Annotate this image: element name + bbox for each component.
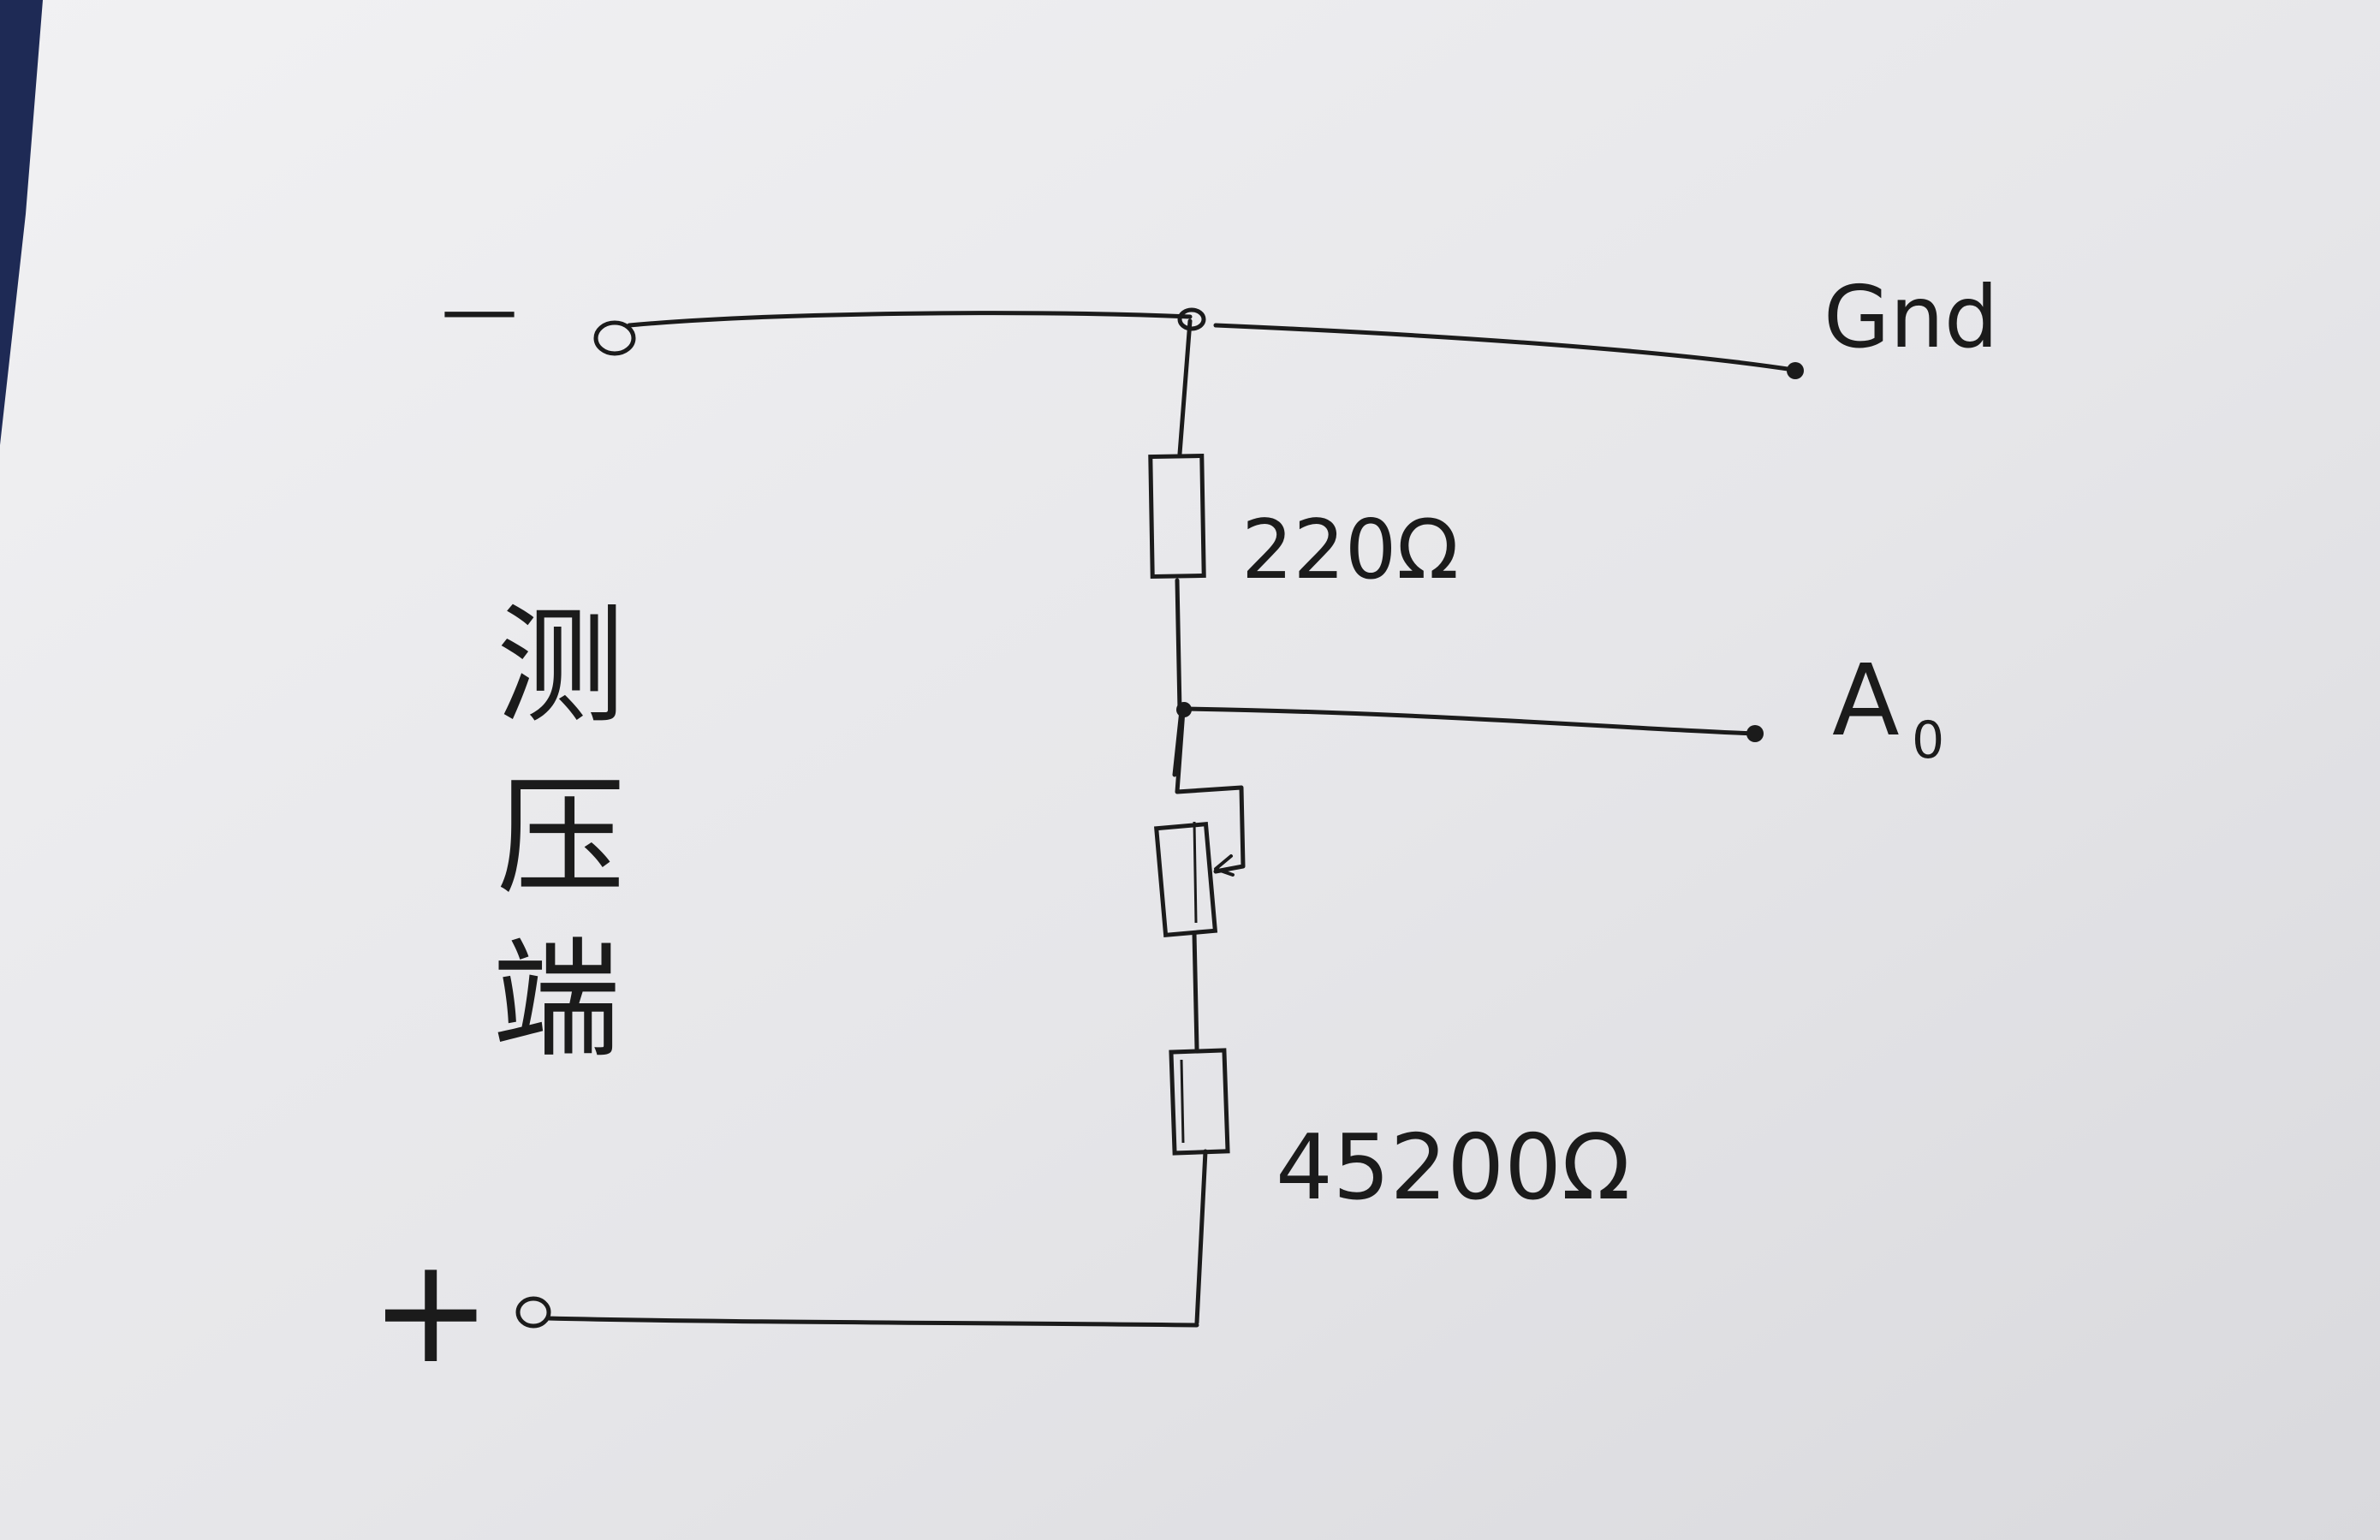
gnd-endpoint-dot (1787, 362, 1804, 379)
terminal-minus-ring (593, 320, 636, 356)
a0-label-subscript: 0 (1912, 711, 1944, 770)
side-label-char-3: 端 (492, 926, 621, 1075)
a0-junction-dot (1176, 702, 1192, 717)
wire-a0 (1181, 706, 1758, 736)
resistor-45200-symbol (1169, 1048, 1230, 1156)
wire-bottom (545, 1316, 1199, 1328)
a0-endpoint-dot (1746, 725, 1764, 742)
wire-junction-down (1177, 318, 1193, 456)
junction-top-node (1177, 307, 1206, 331)
potentiometer-symbol (1153, 822, 1218, 937)
a0-label-letter: A (1832, 644, 1900, 758)
potentiometer-inner-line (1193, 821, 1198, 924)
wire-mid-1 (1175, 578, 1182, 713)
wire-top-left (627, 311, 1193, 328)
wire-bottom-down (1194, 1149, 1208, 1325)
gnd-label: Gnd (1824, 267, 1998, 367)
resistor-45200-value: 45200Ω (1276, 1115, 1630, 1220)
wire-gnd (1213, 323, 1796, 372)
wire-wiper-loop (1175, 708, 1246, 874)
terminal-plus-ring (515, 1296, 551, 1329)
resistor-220-value: 220Ω (1241, 503, 1459, 598)
terminal-plus-label: + (370, 1227, 491, 1396)
terminal-minus-label: — (441, 265, 518, 354)
wire-to-pot (1172, 708, 1184, 777)
side-label-char-2: 压 (497, 764, 625, 913)
side-label-char-1: 测 (497, 592, 625, 741)
resistor-45200-inner-line (1180, 1059, 1185, 1144)
resistor-220-symbol (1148, 453, 1206, 580)
wire-mid-2 (1192, 931, 1199, 1051)
wiper-arrow-icon (1214, 854, 1235, 877)
